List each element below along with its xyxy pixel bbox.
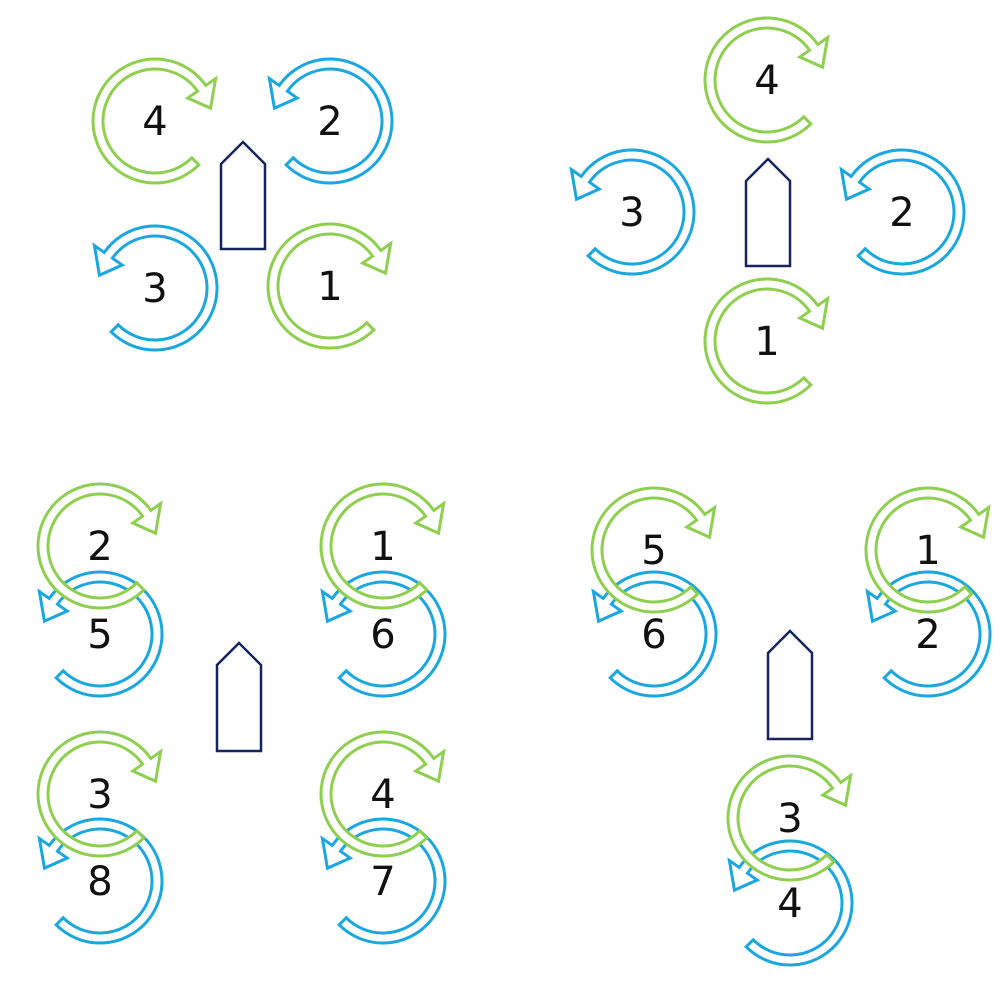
counterclockwise-rotor-arrow-icon [320, 570, 447, 698]
rotor-number: 6 [370, 612, 395, 658]
rotor-number: 8 [87, 859, 112, 905]
clockwise-rotor-arrow-icon [319, 482, 446, 610]
counterclockwise-rotor-arrow-icon [320, 817, 447, 945]
clockwise-rotor-arrow-icon [266, 222, 393, 350]
rotor-number: 1 [915, 528, 940, 574]
rotor-number: 4 [370, 772, 395, 818]
aircraft-body-icon [766, 629, 814, 741]
clockwise-rotor-arrow-icon [319, 730, 446, 858]
rotor-number: 3 [87, 772, 112, 818]
rotor-number: 4 [777, 881, 802, 927]
configuration-hexa-y-coaxial: 5 6 1 2 3 4 [590, 486, 992, 967]
rotor-number: 2 [915, 612, 940, 658]
rotor-number: 3 [142, 266, 167, 312]
rotor-number: 1 [754, 319, 779, 365]
rotor-number: 5 [641, 528, 666, 574]
counterclockwise-rotor-arrow-icon [839, 148, 966, 276]
counterclockwise-rotor-arrow-icon [591, 570, 718, 698]
clockwise-rotor-arrow-icon [726, 754, 853, 882]
counterclockwise-rotor-arrow-icon [92, 224, 219, 352]
configuration-octo-x-coaxial: 2 5 1 6 3 8 4 7 [36, 482, 447, 945]
clockwise-rotor-arrow-icon [703, 277, 830, 405]
clockwise-rotor-arrow-icon [36, 482, 163, 610]
configuration-quad-plus: 1 2 3 4 [569, 16, 966, 405]
rotor-number: 4 [754, 58, 779, 104]
rotor-number: 5 [87, 612, 112, 658]
rotor-number: 2 [317, 99, 342, 145]
rotor-number: 3 [777, 796, 802, 842]
rotor-number: 2 [889, 190, 914, 236]
rotor-number: 4 [142, 99, 167, 145]
clockwise-rotor-arrow-icon [703, 16, 830, 144]
rotor-number: 7 [370, 859, 395, 905]
clockwise-rotor-arrow-icon [36, 730, 163, 858]
counterclockwise-rotor-arrow-icon [727, 839, 854, 967]
rotor-number: 1 [370, 524, 395, 570]
configuration-quad-x: 1 2 3 4 [91, 57, 394, 352]
rotor-number: 1 [317, 264, 342, 310]
aircraft-body-icon [215, 641, 263, 753]
counterclockwise-rotor-arrow-icon [37, 570, 164, 698]
clockwise-rotor-arrow-icon [590, 486, 717, 614]
clockwise-rotor-arrow-icon [864, 486, 991, 614]
aircraft-body-icon [744, 157, 792, 268]
aircraft-body-icon [219, 140, 267, 251]
counterclockwise-rotor-arrow-icon [569, 148, 696, 276]
rotor-number: 6 [641, 612, 666, 658]
counterclockwise-rotor-arrow-icon [267, 57, 394, 185]
counterclockwise-rotor-arrow-icon [37, 817, 164, 945]
counterclockwise-rotor-arrow-icon [865, 570, 992, 698]
rotor-number: 3 [619, 190, 644, 236]
clockwise-rotor-arrow-icon [91, 57, 218, 185]
rotor-number: 2 [87, 524, 112, 570]
